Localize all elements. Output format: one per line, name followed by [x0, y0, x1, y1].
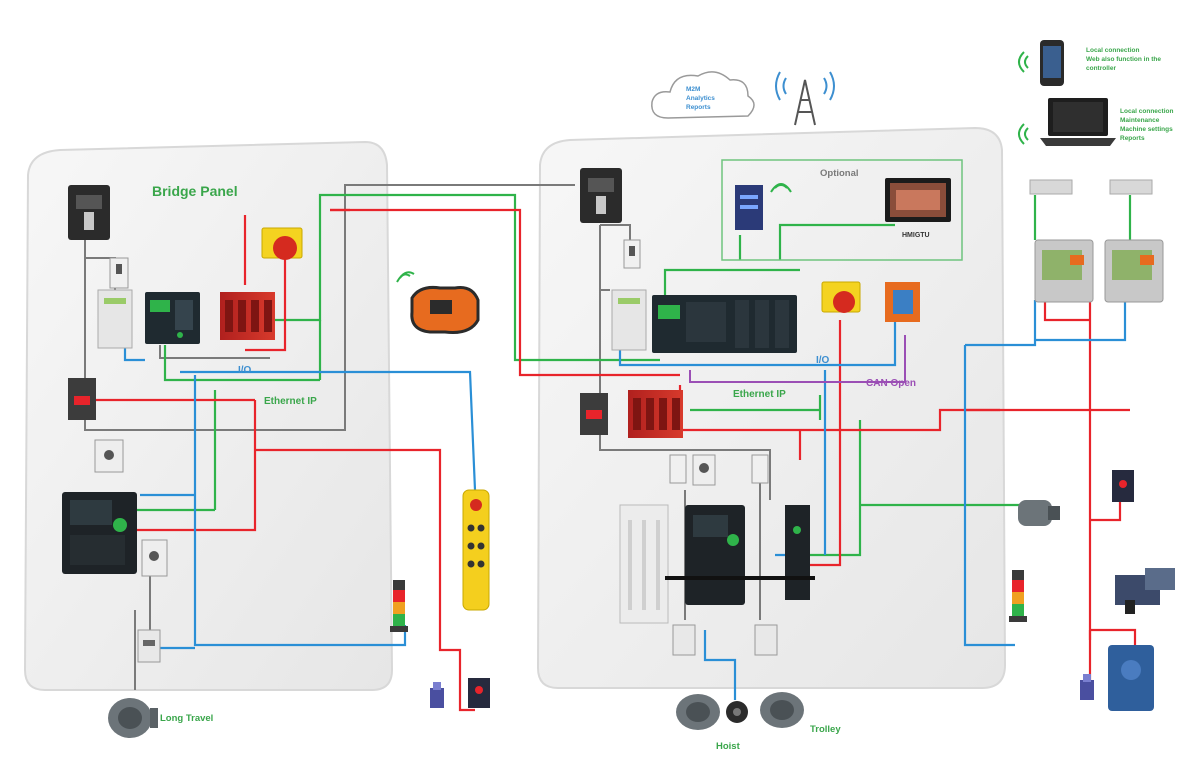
cloud-line-1: M2M [686, 86, 700, 93]
laptop-note-line-1: Local connection [1120, 108, 1173, 115]
laptop-note: Local connection Maintenance Machine set… [1120, 108, 1173, 142]
hoist-label: Hoist [716, 741, 741, 752]
purple-wiring [689, 335, 906, 383]
wifi-icon-phone [1018, 51, 1029, 73]
antenna-tower-icon [775, 71, 835, 126]
motor-contactor-hoist [672, 624, 696, 656]
hmi-label: HMIGTU [902, 232, 930, 239]
mini-breaker-trolley [623, 239, 641, 269]
encoder-icon [726, 701, 748, 723]
variable-speed-drive-hoist [685, 505, 745, 605]
mini-breaker-bridge [109, 257, 129, 289]
grey-wiring [84, 184, 771, 690]
stack-light-bridge [390, 580, 408, 632]
variable-speed-drive-bridge [62, 492, 137, 574]
io-label-right: I/O [816, 355, 830, 366]
motor-protector-trolley [580, 393, 608, 435]
green-wiring [130, 193, 1132, 557]
phone-note: Local connection Web also function in th… [1086, 47, 1161, 72]
io-label-left: I/O [238, 365, 252, 376]
photo-sensor-icon [468, 678, 490, 708]
wifi-icon-optional [770, 183, 792, 193]
motor-trolley [760, 692, 804, 728]
emergency-stop-trolley [821, 281, 861, 313]
contactor-bridge-bottom [141, 539, 168, 577]
radio-remote-icon [410, 286, 480, 334]
phone-note-line-1: Local connection [1086, 47, 1139, 54]
phone-note-line-2: Web also function in the [1086, 56, 1161, 63]
rotary-limit-switch [1108, 645, 1154, 711]
motor-contactor-long-travel [137, 629, 161, 663]
wifi-icon-laptop [1018, 123, 1029, 145]
stack-light-trolley [1009, 570, 1027, 622]
motor-long-travel [108, 698, 158, 738]
optional-label: Optional [820, 168, 859, 179]
laptop-note-line-3: Machine settings [1120, 126, 1173, 133]
emergency-stop-bridge [261, 227, 303, 260]
photo-sensor-right [1112, 470, 1134, 502]
optional-group-frame [721, 159, 963, 261]
safety-relay-trolley [628, 390, 683, 438]
cloud-line-3: Reports [686, 104, 711, 111]
cloud-icon [651, 71, 755, 119]
safety-relay-bridge [220, 292, 275, 340]
mini-breakers-hoist [669, 454, 769, 486]
main-circuit-breaker-trolley [580, 168, 622, 223]
motor-contactor-trolley [754, 624, 778, 656]
cloud-line-2: Analytics [686, 95, 715, 102]
motor-small-right [1018, 500, 1060, 526]
braking-resistor [619, 504, 669, 624]
long-travel-label: Long Travel [160, 713, 213, 724]
plc-bridge [145, 292, 200, 344]
laptop-note-line-4: Reports [1120, 135, 1145, 142]
cloud-caption: M2M Analytics Reports [686, 86, 715, 111]
trolley-label: Trolley [810, 724, 841, 735]
variable-speed-drive-trolley [785, 505, 810, 600]
limit-switch-icon [430, 682, 444, 708]
main-circuit-breaker-bridge [68, 185, 110, 240]
ethernet-ip-label-left: Ethernet IP [264, 396, 317, 407]
laptop-note-line-2: Maintenance [1120, 117, 1160, 124]
contactor-bridge-top [94, 439, 124, 473]
power-supply-bridge [97, 289, 133, 349]
wireless-receiver-left [1029, 179, 1094, 303]
pendant-control-icon [462, 489, 490, 611]
can-open-label: CAN Open [866, 378, 916, 389]
can-device-trolley [885, 282, 920, 322]
bridge-panel-title: Bridge Panel [152, 183, 238, 199]
power-supply-trolley [611, 289, 647, 351]
laptop-icon [1040, 98, 1116, 146]
phone-note-line-3: controller [1086, 65, 1116, 72]
motor-protector-bridge [68, 378, 96, 420]
limit-switch-right [1115, 568, 1175, 614]
smartphone-icon [1040, 40, 1064, 86]
network-switch-icon [735, 185, 763, 230]
ethernet-ip-label-right: Ethernet IP [733, 389, 786, 400]
limit-switch-small-right [1080, 674, 1094, 700]
motor-hoist [676, 694, 720, 730]
hmi-screen [885, 178, 951, 222]
wifi-icon [396, 271, 415, 283]
plc-trolley [652, 295, 797, 353]
wireless-receiver-right [1104, 179, 1164, 303]
